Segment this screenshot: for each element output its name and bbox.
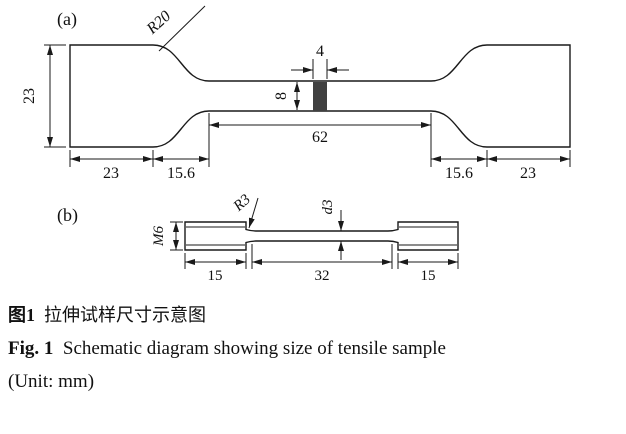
dim-b-thread: M6 (151, 221, 183, 251)
specimen-b: (b) M6 R3 (57, 192, 459, 284)
dim-a-radius: R20 (143, 5, 206, 52)
tensile-sample-diagram: (a) R20 23 4 (21, 5, 571, 284)
bottom-dim-value: 15 (208, 268, 223, 284)
caption-cn-text: 拉伸试样尺寸示意图 (44, 305, 206, 325)
dim-a-gauge-width: 8 (273, 82, 300, 110)
gauge-width-value: 8 (273, 92, 290, 100)
dim-a-notch-width: 4 (291, 43, 349, 79)
specimen-a-notch (313, 82, 327, 111)
bottom-dim-value: 23 (520, 165, 536, 182)
radius-leader-line (158, 5, 206, 52)
dim-a-grip-height: 23 (21, 44, 66, 148)
radius-label: R3 (230, 192, 254, 216)
dim-b-diameter: d3 (320, 200, 344, 260)
caption-cn-label: 图1 (8, 305, 35, 325)
figure-caption: 图1 拉伸试样尺寸示意图 Fig. 1 Schematic diagram sh… (0, 300, 626, 394)
thread-value: M6 (151, 226, 167, 247)
specimen-a: (a) R20 23 4 (21, 5, 571, 182)
caption-chinese: 图1 拉伸试样尺寸示意图 (8, 304, 616, 327)
gauge-length-value: 62 (312, 129, 328, 146)
caption-en-text: Schematic diagram showing size of tensil… (62, 337, 446, 359)
part-b-label: (b) (57, 205, 78, 226)
specimen-a-outline (69, 44, 571, 148)
dim-a-gauge-length: 62 (208, 113, 432, 167)
bottom-dim-value: 15 (421, 268, 436, 284)
grip-height-value: 23 (21, 88, 38, 104)
bottom-dim-value: 32 (315, 268, 330, 284)
part-a-label: (a) (57, 9, 77, 30)
dim-b-bottom-chain: 15 32 15 (184, 244, 459, 284)
caption-english: Fig. 1 Schematic diagram showing size of… (8, 337, 616, 361)
radius-label: R20 (143, 8, 174, 39)
bottom-dim-value: 15.6 (167, 165, 195, 182)
radius-leader-line (248, 197, 259, 229)
thread-lines (186, 226, 457, 246)
bottom-dim-value: 23 (103, 165, 119, 182)
dim-a-bottom-chain: 23 15.6 15.6 23 (69, 150, 571, 182)
diameter-value: d3 (320, 200, 336, 215)
notch-width-value: 4 (316, 43, 324, 60)
bottom-dim-value: 15.6 (445, 165, 473, 182)
caption-en-label: Fig. 1 (8, 337, 54, 359)
caption-unit: (Unit: mm) (8, 371, 95, 393)
specimen-b-outline (184, 221, 459, 251)
